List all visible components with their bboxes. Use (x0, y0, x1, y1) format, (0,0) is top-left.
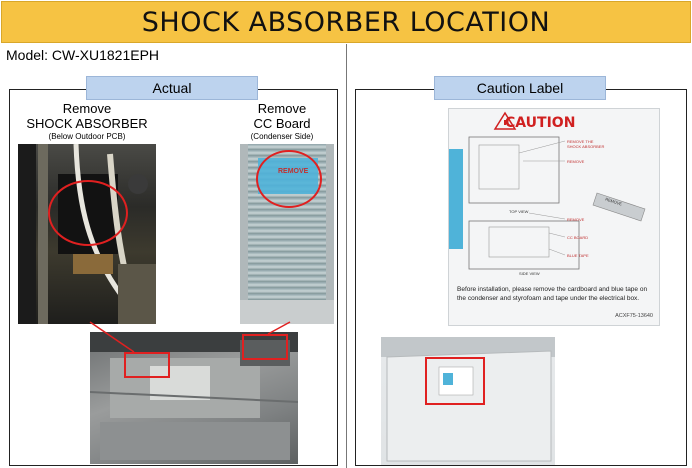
caution-instruction: Before installation, please remove the c… (457, 286, 648, 302)
caution-heading: CAUTION (505, 115, 576, 131)
photo-condenser-side: REMOVE (240, 144, 334, 324)
photo-outdoor-pcb-area (18, 144, 156, 324)
label-callout-3: TOP VIEW (509, 209, 529, 214)
highlight-caution-label (425, 357, 485, 405)
photo-unit-with-label (381, 337, 555, 465)
label-callout-7: SIDE VIEW (519, 271, 540, 276)
caution-label-image: CAUTION REMOVE THE SHOCK ABSORBER REMOVE… (448, 108, 660, 326)
caution-code: ACXF75-13640 (615, 313, 653, 319)
highlight-cc-board (256, 150, 322, 208)
model-label: Model: CW-XU1821EPH (6, 47, 160, 63)
photo-unit-top-view (90, 332, 298, 464)
page-title: SHOCK ABSORBER LOCATION (1, 1, 691, 43)
caution-tag: Caution Label (434, 76, 606, 100)
label-callout-4: REMOVE (567, 217, 585, 222)
label-callout-6: BLUE TAPE (567, 253, 589, 258)
column-divider (346, 44, 347, 468)
actual-tag: Actual (86, 76, 258, 100)
caption-shock-absorber: Remove SHOCK ABSORBER (Below Outdoor PCB… (26, 101, 148, 141)
label-callout-5: CC BOARD (567, 235, 589, 240)
caption-cc-board: Remove CC Board (Condenser Side) (250, 101, 314, 141)
label-callout-2: REMOVE (567, 159, 585, 164)
highlight-shock-absorber (48, 180, 128, 246)
highlight-box-shock-absorber (124, 352, 170, 378)
label-callout-1: REMOVE THE SHOCK ABSORBER (567, 139, 605, 149)
highlight-box-cc-board (242, 334, 288, 360)
